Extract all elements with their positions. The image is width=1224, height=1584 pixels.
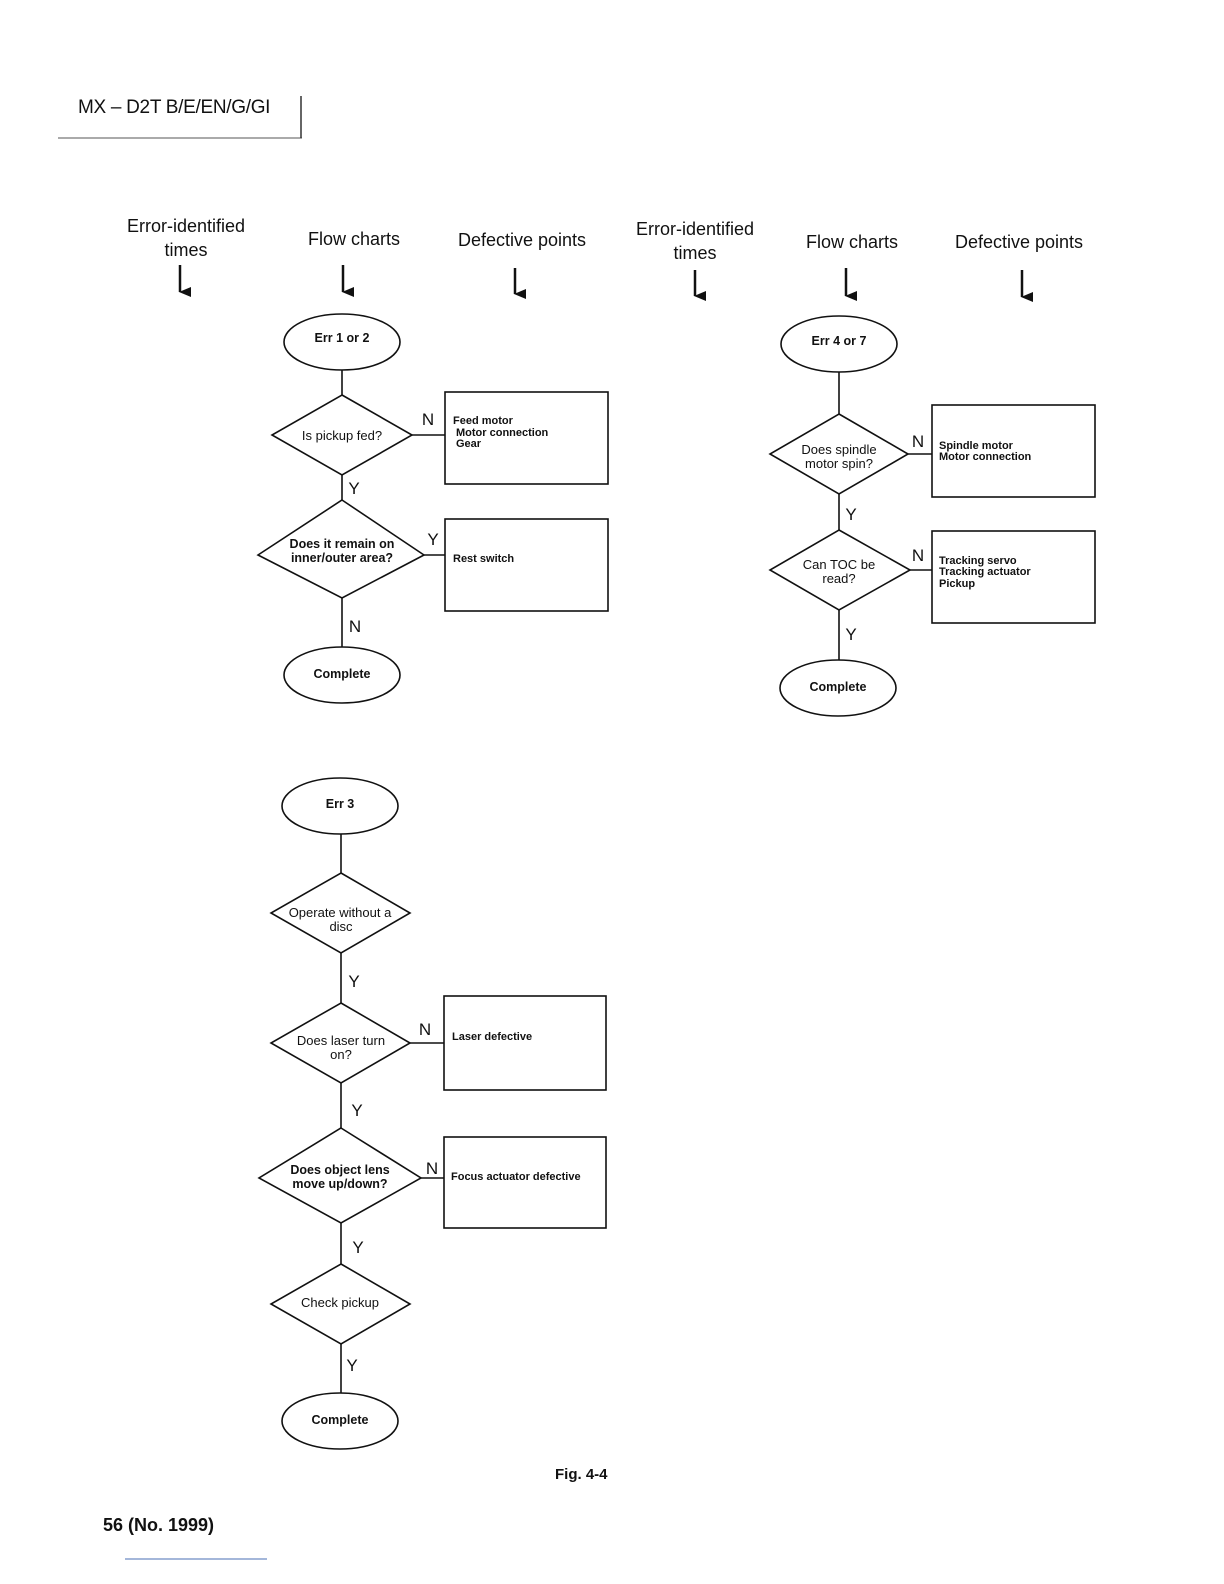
defect-box-laser xyxy=(443,995,607,1091)
decision-label-line1: Does spindle xyxy=(801,442,876,457)
decision-label-line1: Does it remain on xyxy=(290,537,395,551)
flowchart-err-4-or-7 xyxy=(768,315,1096,717)
end-label: Complete xyxy=(312,1413,369,1427)
no-label: N xyxy=(422,410,434,429)
decision-label: Is pickup fed? xyxy=(302,428,382,443)
start-label: Err 1 or 2 xyxy=(315,331,370,345)
end-terminal xyxy=(283,646,401,704)
defect-box-focus xyxy=(443,1136,607,1229)
decision-label-line2: disc xyxy=(329,919,353,934)
end-terminal xyxy=(779,659,897,717)
header-defective-points-right: Defective points xyxy=(955,232,1083,252)
figure-caption: Fig. 4-4 xyxy=(555,1466,608,1483)
yes-label: Y xyxy=(352,1238,363,1257)
end-terminal xyxy=(281,1392,399,1450)
start-label: Err 4 or 7 xyxy=(812,334,867,348)
no-label: N xyxy=(426,1159,438,1178)
defect-item: Motor connection xyxy=(456,427,549,439)
model-number: MX – D2T B/E/EN/G/GI xyxy=(78,97,271,118)
page-number: 56 (No. 1999) xyxy=(103,1515,215,1535)
defect-box-spindle xyxy=(931,404,1096,498)
decision-label-line2: motor spin? xyxy=(805,456,873,471)
header-defective-points: Defective points xyxy=(458,230,586,250)
decision-label-line2: inner/outer area? xyxy=(291,551,393,565)
yes-label: Y xyxy=(845,505,856,524)
decision-label-line1: Can TOC be xyxy=(803,557,876,572)
defect-box-tracking xyxy=(931,530,1096,624)
header-error-times-line1-right: Error-identified xyxy=(636,219,754,239)
yes-label: Y xyxy=(348,972,359,991)
yes-label: Y xyxy=(348,479,359,498)
decision-label-line2: move up/down? xyxy=(292,1177,387,1191)
defect-item: Tracking actuator xyxy=(939,566,1031,578)
header-arrows xyxy=(178,265,1033,302)
defect-item: Focus actuator defective xyxy=(451,1171,581,1183)
flowchart-err-3 xyxy=(257,777,607,1450)
no-label: N xyxy=(349,617,361,636)
defect-item: Motor connection xyxy=(939,451,1032,463)
header-flow-charts: Flow charts xyxy=(308,229,400,249)
defect-item: Gear xyxy=(456,438,482,450)
defect-item: Feed motor xyxy=(453,415,514,427)
yes-label: Y xyxy=(427,530,438,549)
decision-label-line1: Does object lens xyxy=(290,1163,389,1177)
flowchart-err-1-or-2 xyxy=(256,313,609,704)
end-label: Complete xyxy=(314,667,371,681)
defect-item: Pickup xyxy=(939,578,975,590)
header-flow-charts-right: Flow charts xyxy=(806,232,898,252)
defect-item: Spindle motor xyxy=(939,440,1014,452)
defect-item: Laser defective xyxy=(452,1031,532,1043)
defect-box-rest-switch xyxy=(444,518,609,612)
decision-label-line1: Does laser turn xyxy=(297,1033,385,1048)
no-label: N xyxy=(419,1020,431,1039)
defect-item: Rest switch xyxy=(453,553,514,565)
yes-label: Y xyxy=(351,1101,362,1120)
decision-label-line1: Operate without a xyxy=(289,905,392,920)
no-label: N xyxy=(912,546,924,565)
decision-label-line2: on? xyxy=(330,1047,352,1062)
yes-label: Y xyxy=(845,625,856,644)
decision-label: Check pickup xyxy=(301,1295,379,1310)
start-label: Err 3 xyxy=(326,797,355,811)
header-error-times-line2-right: times xyxy=(673,243,716,263)
decision-label-line2: read? xyxy=(822,571,855,586)
defect-item: Tracking servo xyxy=(939,555,1017,567)
no-label: N xyxy=(912,432,924,451)
yes-label: Y xyxy=(346,1356,357,1375)
defect-box-feed xyxy=(444,391,609,485)
header-error-times-line1: Error-identified xyxy=(127,216,245,236)
end-label: Complete xyxy=(810,680,867,694)
header-error-times-line2: times xyxy=(164,240,207,260)
start-terminal xyxy=(281,777,399,835)
